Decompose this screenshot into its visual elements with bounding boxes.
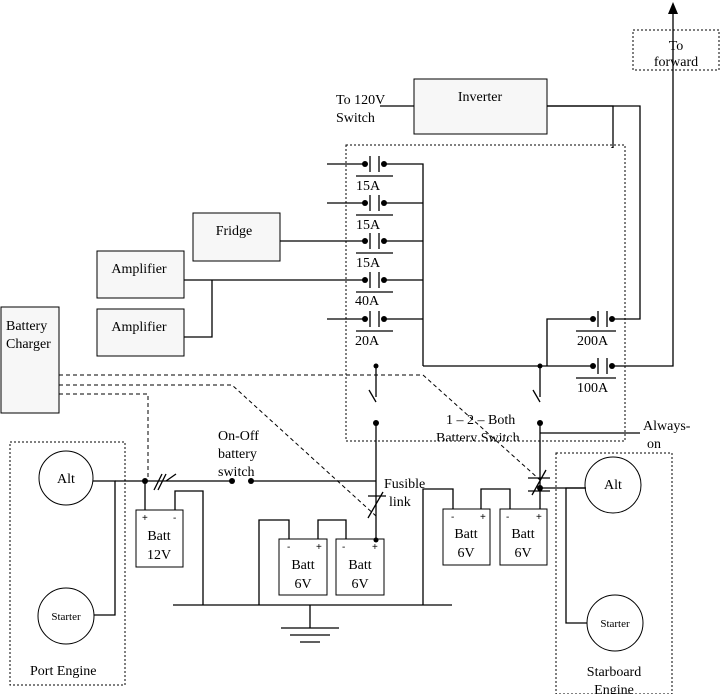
stbd-engine-label: Starboard [587,665,641,680]
fuse-label-200a: 200A [577,334,609,349]
battery-6v-d: - + Batt 6V [499,508,548,566]
amplifier-box-1 [96,250,185,299]
batt-d-label-2: 6V [514,546,531,561]
fuse-label-4: 40A [355,294,380,309]
stbd-engine-label-2: Engine [594,683,634,694]
batt-d-label: Batt [511,527,534,542]
fuse-label-100a: 100A [577,381,609,396]
batt-c-label: Batt [454,527,477,542]
battery-switch-label-2: Battery Switch [436,431,520,446]
svg-text:-: - [451,512,454,523]
fridge-label: Fridge [216,224,253,239]
to-120v-label-2: Switch [336,111,375,126]
battery-switch-label: 1 – 2 – Both [446,413,515,428]
battery-charger-label: Battery [6,319,47,334]
port-alternator [38,450,94,506]
battery-charger-box [0,306,60,414]
batt-c-label-2: 6V [457,546,474,561]
fuse-200a: 200A [576,311,616,349]
to-forward-box [632,29,720,71]
distribution-panel-outline [345,144,626,442]
onoff-label-3: switch [218,465,255,480]
stbd-starter-label: Starter [600,618,630,630]
port-starter-label: Starter [51,611,81,623]
fuse-label-5: 20A [355,334,380,349]
fusible-link-label: Fusible [384,477,425,492]
svg-text:+: + [372,542,378,553]
svg-text:+: + [536,512,542,523]
port-alt-label: Alt [57,472,75,487]
batt-12v-label-2: 12V [147,548,171,563]
starboard-engine-outline [555,452,673,694]
battery-charger-label-2: Charger [6,337,51,352]
fuse-20a: 20A [355,311,393,349]
amplifier-box-2 [96,308,185,357]
batt-12v-label: Batt [147,529,170,544]
stbd-alt-label: Alt [604,478,622,493]
to-forward-label-2: forward [654,55,698,70]
fuse-label-1: 15A [356,179,381,194]
batt-a-label-2: 6V [294,577,311,592]
battery-6v-a: - + Batt 6V [278,538,328,596]
fuse-label-3: 15A [356,256,381,271]
svg-text:-: - [342,542,345,553]
to-forward-label: To [669,39,684,54]
ground-icon [281,627,339,643]
fuse-15a-1: 15A [356,156,393,194]
fuse-15a-2: 15A [356,195,393,233]
battery-6v-b: - + Batt 6V [335,538,385,596]
port-engine-label: Port Engine [30,664,97,679]
battery-12v: + - Batt 12V [135,509,184,568]
starboard-alternator [584,456,642,514]
batt-a-label: Batt [291,558,314,573]
fusible-link-label-2: link [389,495,411,510]
amplifier-label-2: Amplifier [111,320,167,335]
svg-text:+: + [142,513,148,524]
up-arrow-icon [668,2,678,14]
fuse-100a: 100A [576,358,616,396]
onoff-label: On-Off [218,429,259,444]
svg-text:+: + [316,542,322,553]
amplifier-label-1: Amplifier [111,262,167,277]
svg-text:-: - [173,513,176,524]
batt-b-label: Batt [348,558,371,573]
fuse-15a-3: 15A [356,233,393,271]
port-starter [37,587,95,645]
fridge-box [192,212,281,262]
always-on-label-2: on [647,437,661,452]
inverter-box [413,78,548,135]
onoff-label-2: battery [218,447,257,462]
inverter-label: Inverter [458,90,503,105]
fuse-label-2: 15A [356,218,381,233]
always-on-label: Always- [643,419,691,434]
svg-text:+: + [480,512,486,523]
fuse-40a: 40A [355,272,393,309]
batt-b-label-2: 6V [351,577,368,592]
svg-text:-: - [287,542,290,553]
svg-text:-: - [506,512,509,523]
port-engine-outline [9,441,126,686]
to-120v-label: To 120V [336,93,385,108]
battery-6v-c: - + Batt 6V [442,508,491,566]
